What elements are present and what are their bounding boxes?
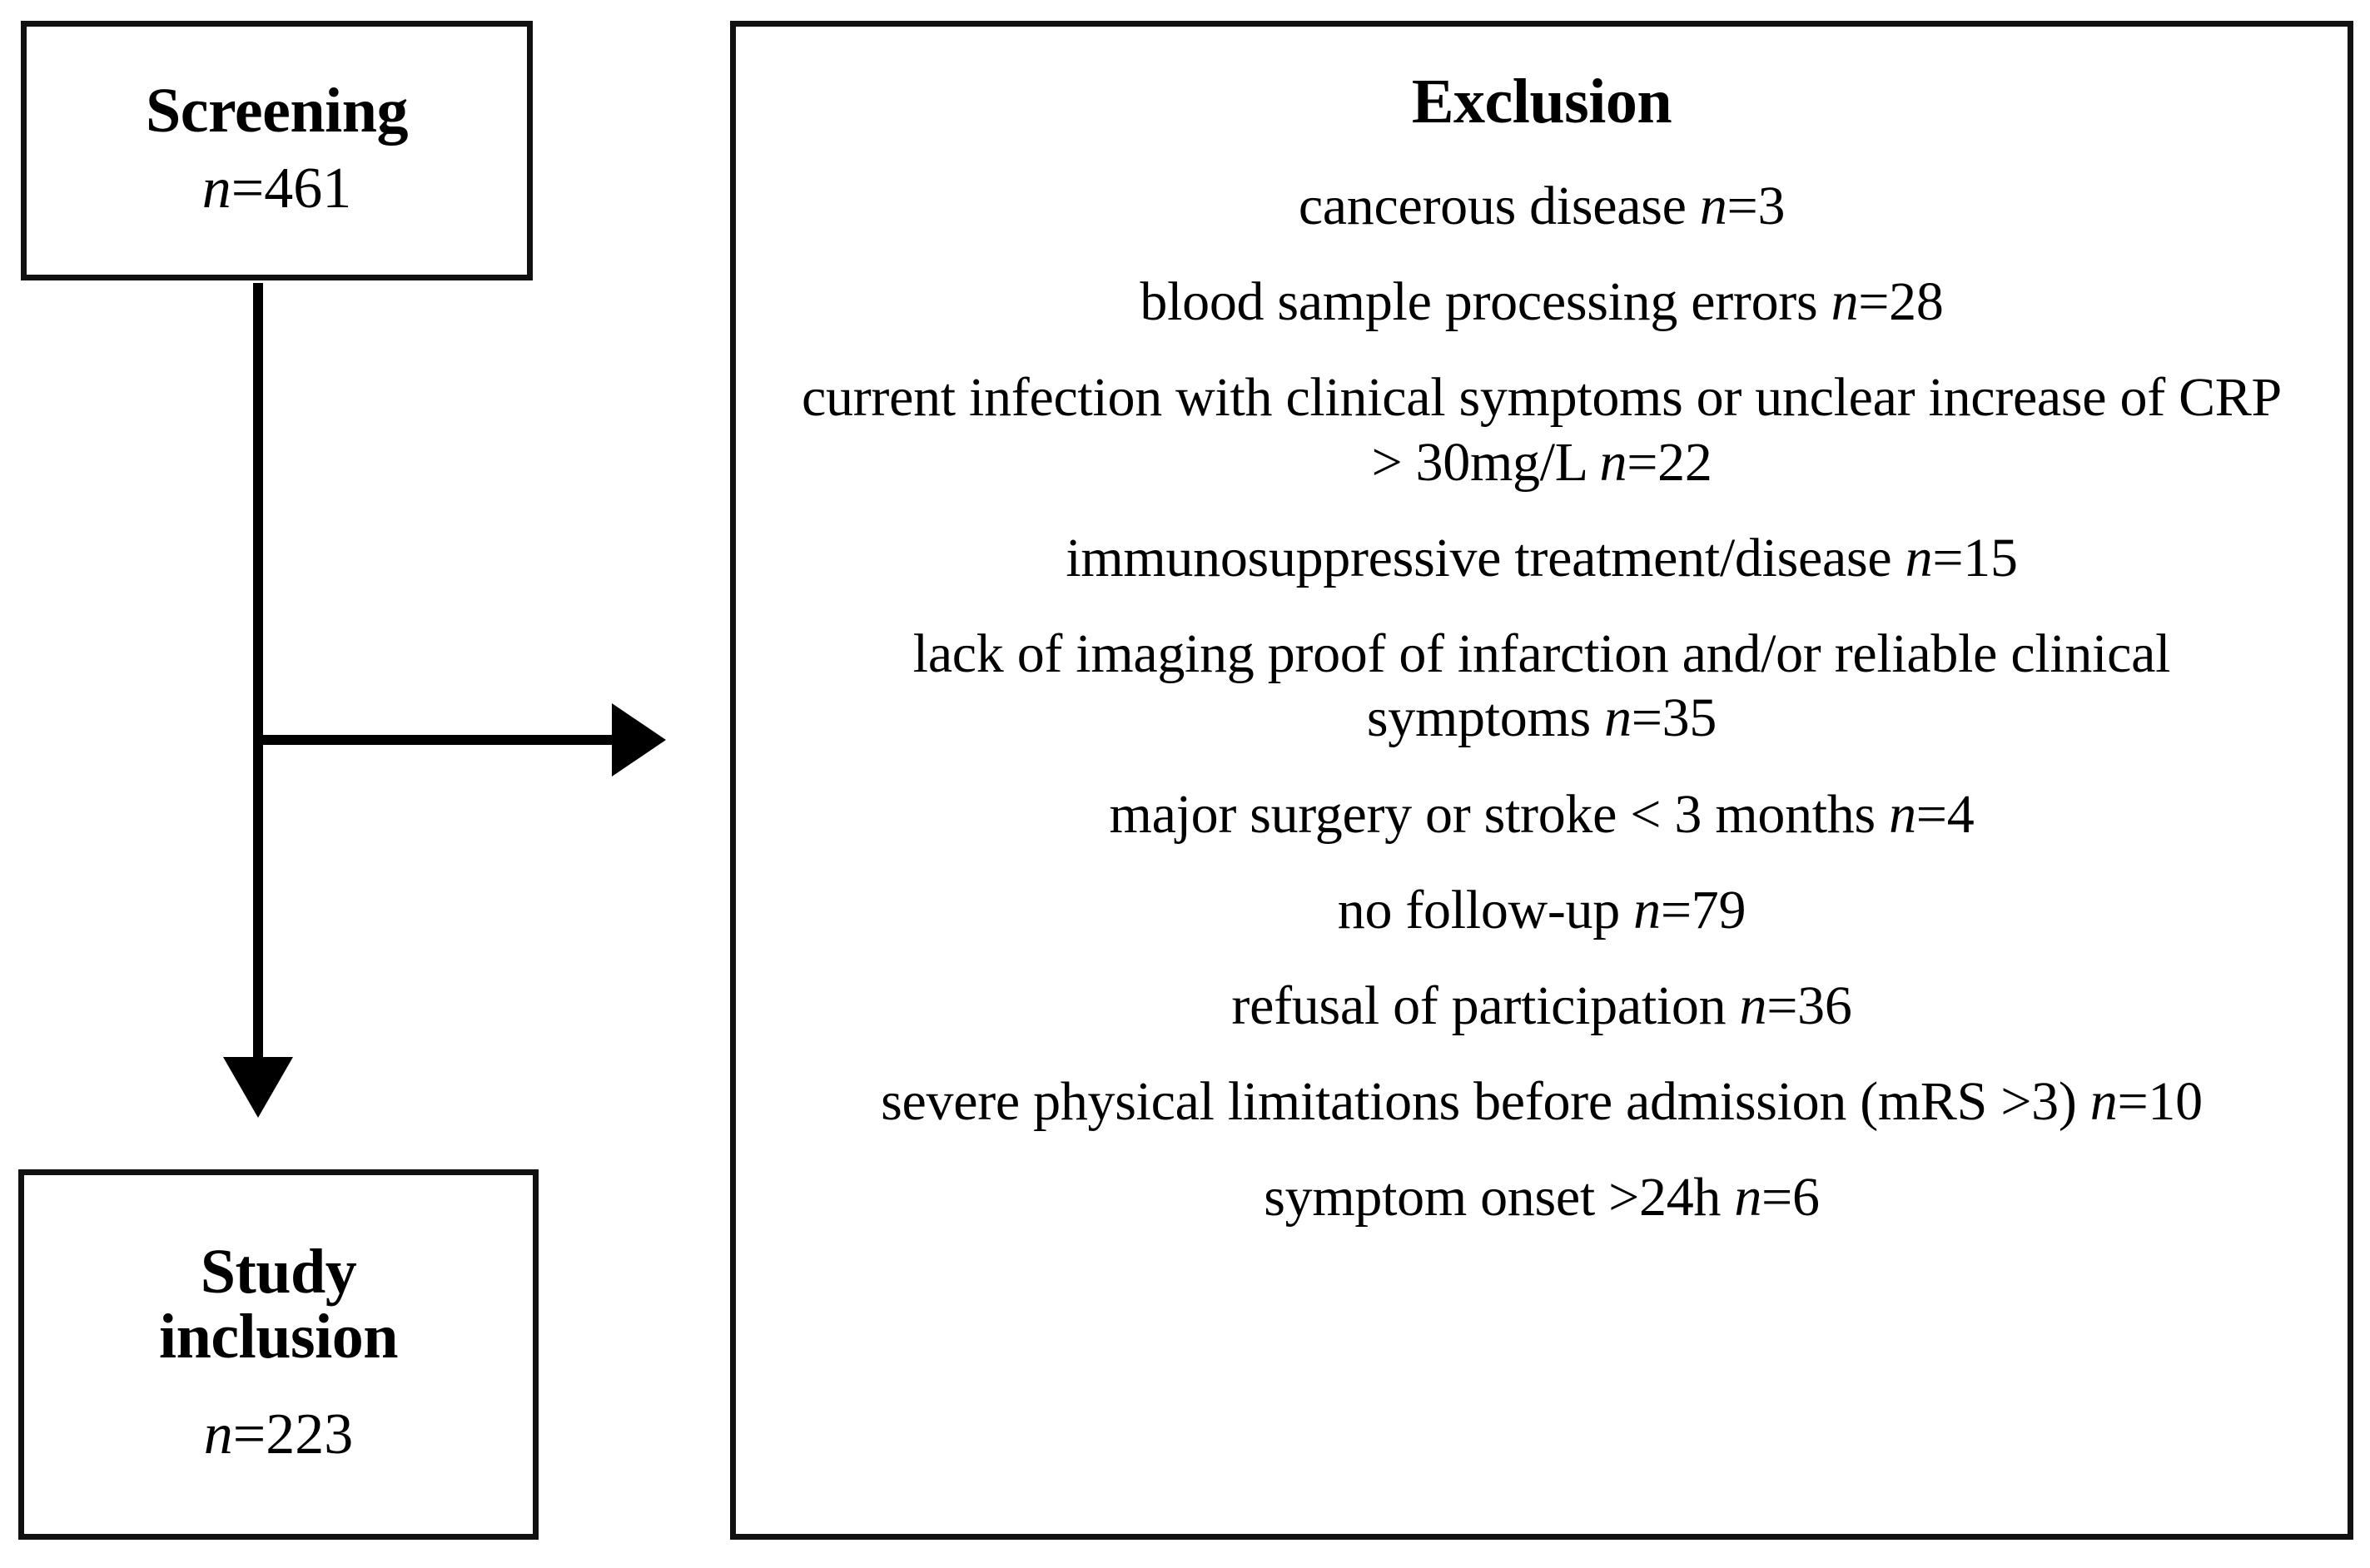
exclusion-item-text: current infection with clinical symptoms… <box>802 367 2282 493</box>
exclusion-item-n-value: =79 <box>1660 879 1746 940</box>
exclusion-item: refusal of participation n=36 <box>800 974 2283 1038</box>
exclusion-item-n-symbol: n <box>1889 783 1916 845</box>
screening-n-symbol: n <box>201 156 231 221</box>
exclusion-item-text: blood sample processing errors <box>1140 271 1831 333</box>
exclusion-item: severe physical limitations before admis… <box>800 1069 2283 1134</box>
exclusion-item-n-symbol: n <box>2089 1071 2118 1133</box>
screening-n-value: =461 <box>231 156 352 221</box>
exclusion-item-n-value: =15 <box>1932 527 2018 588</box>
exclusion-item: no follow-up n=79 <box>800 878 2283 942</box>
exclusion-item-n-symbol: n <box>1831 271 1859 333</box>
study-inclusion-title-line2: inclusion <box>159 1302 398 1372</box>
exclusion-item-n-value: =3 <box>1727 176 1786 236</box>
screening-title: Screening <box>146 75 408 146</box>
exclusion-item-n-value: =28 <box>1858 271 1944 333</box>
exclusion-item-text: cancerous disease <box>1298 176 1700 236</box>
exclusion-item-n-value: =36 <box>1766 975 1852 1036</box>
exclusion-item-n-symbol: n <box>1739 975 1767 1036</box>
study-inclusion-n-symbol: n <box>203 1402 233 1467</box>
exclusion-item: current infection with clinical symptoms… <box>800 365 2283 494</box>
exclusion-item-n-symbol: n <box>1599 431 1627 493</box>
right-arrowhead-icon <box>612 703 666 777</box>
exclusion-title: Exclusion <box>1411 67 1672 136</box>
exclusion-item-text: symptom onset >24h <box>1264 1167 1735 1228</box>
screening-count: n=461 <box>202 155 351 224</box>
exclusion-item-text: immunosuppressive treatment/disease <box>1066 527 1905 588</box>
exclusion-item: immunosuppressive treatment/disease n=15 <box>800 526 2283 590</box>
exclusion-item-text: major surgery or stroke < 3 months <box>1109 783 1890 845</box>
exclusion-item-text: severe physical limitations before admis… <box>881 1071 2090 1133</box>
exclusion-item: cancerous disease n=3 <box>800 174 2283 238</box>
exclusion-item: major surgery or stroke < 3 months n=4 <box>800 782 2283 846</box>
study-inclusion-box: Study inclusion n=223 <box>18 1169 539 1540</box>
exclusion-item-n-symbol: n <box>1699 176 1727 236</box>
exclusion-item-n-symbol: n <box>1734 1167 1762 1228</box>
exclusion-item-n-value: =35 <box>1631 687 1717 749</box>
exclusion-item-n-value: =6 <box>1761 1167 1820 1228</box>
exclusion-item-n-symbol: n <box>1905 527 1933 588</box>
exclusion-item: lack of imaging proof of infarction and/… <box>800 622 2283 750</box>
exclusion-item-n-value: =4 <box>1915 783 1975 845</box>
exclusion-item-text: lack of imaging proof of infarction and/… <box>912 623 2171 749</box>
exclusion-item-n-symbol: n <box>1633 879 1661 940</box>
screening-box: Screening n=461 <box>21 21 533 280</box>
study-inclusion-count: n=223 <box>204 1401 353 1470</box>
exclusion-item: symptom onset >24h n=6 <box>800 1165 2283 1229</box>
down-arrowhead-icon <box>223 1057 293 1118</box>
exclusion-item-n-value: =10 <box>2117 1071 2203 1133</box>
exclusion-item-text: refusal of participation <box>1231 975 1740 1036</box>
exclusion-item-n-symbol: n <box>1604 687 1632 749</box>
exclusion-item-n-value: =22 <box>1627 431 1712 493</box>
exclusion-item: blood sample processing errors n=28 <box>800 270 2283 334</box>
study-inclusion-title-line1: Study <box>200 1236 357 1307</box>
exclusion-item-text: no follow-up <box>1337 879 1634 940</box>
study-inclusion-n-value: =223 <box>232 1402 354 1467</box>
